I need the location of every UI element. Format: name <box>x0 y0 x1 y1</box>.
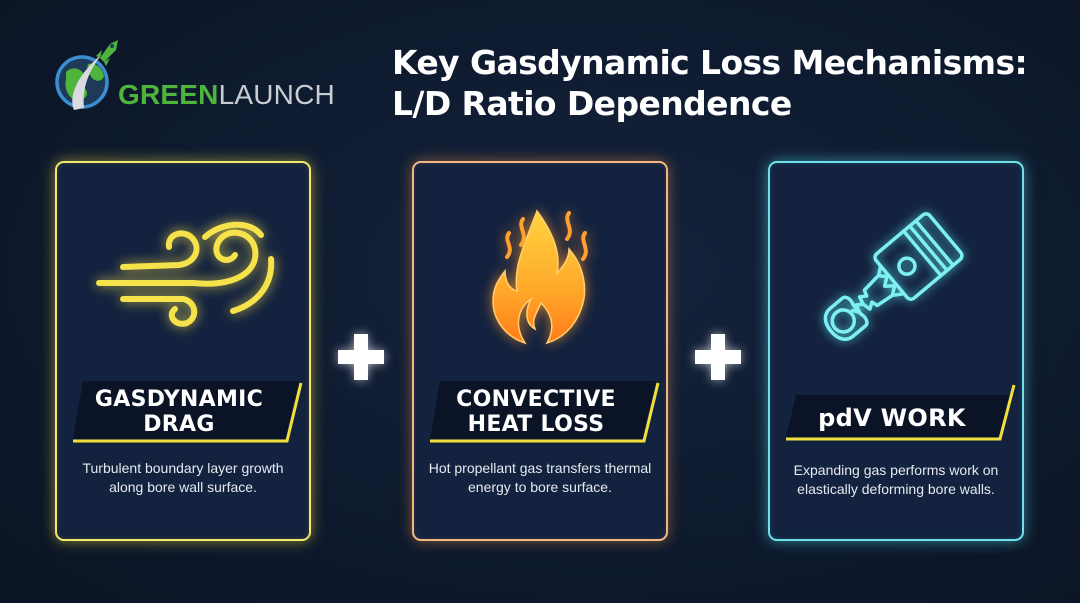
card-label-line-2: HEAT LOSS <box>467 412 605 437</box>
logo-text-grey: LAUNCH <box>218 79 335 110</box>
wind-icon <box>96 221 275 327</box>
plus-icon <box>695 334 741 380</box>
logo-wordmark: GREENLAUNCH <box>118 81 335 109</box>
piston-icon <box>823 212 964 341</box>
card-label: pdV WORK <box>786 387 998 449</box>
card-convective-heat-loss: CONVECTIVE HEAT LOSS Hot propellant gas … <box>412 161 668 541</box>
card-description: Hot propellant gas transfers thermal ene… <box>428 460 652 495</box>
label-plate-background <box>73 381 303 443</box>
card-description: Expanding gas performs work on elastical… <box>793 462 999 497</box>
card-label-line-1: pdV WORK <box>818 403 966 432</box>
label-plate: CONVECTIVE HEAT LOSS <box>430 381 660 443</box>
title-line-1: Key Gasdynamic Loss Mechanisms: <box>392 43 1028 82</box>
card-gasdynamic-drag: GASDYNAMIC DRAG Turbulent boundary layer… <box>55 161 311 541</box>
label-plate: GASDYNAMIC DRAG <box>73 381 303 443</box>
rocket-globe-icon <box>55 40 118 110</box>
flame-icon <box>492 209 588 345</box>
card-label-line-1: CONVECTIVE <box>456 387 616 412</box>
title-line-2: L/D Ratio Dependence <box>392 84 792 123</box>
card-label-line-2: DRAG <box>143 412 215 437</box>
card-label-line-1: GASDYNAMIC <box>94 387 264 412</box>
card-pdv-work: pdV WORK Expanding gas performs work on … <box>768 161 1024 541</box>
label-plate-background <box>430 381 660 443</box>
label-plate-background <box>786 384 1016 441</box>
label-plate: pdV WORK <box>786 381 1016 443</box>
plus-icon <box>338 334 384 380</box>
card-label: CONVECTIVE HEAT LOSS <box>430 381 642 443</box>
card-description: Turbulent boundary layer growth along bo… <box>82 460 284 495</box>
greenlaunch-logo: GREENLAUNCH <box>52 36 352 116</box>
page-title: Key Gasdynamic Loss Mechanisms: L/D Rati… <box>392 42 1072 124</box>
logo-text-green: GREEN <box>118 79 219 110</box>
card-label: GASDYNAMIC DRAG <box>73 381 285 443</box>
